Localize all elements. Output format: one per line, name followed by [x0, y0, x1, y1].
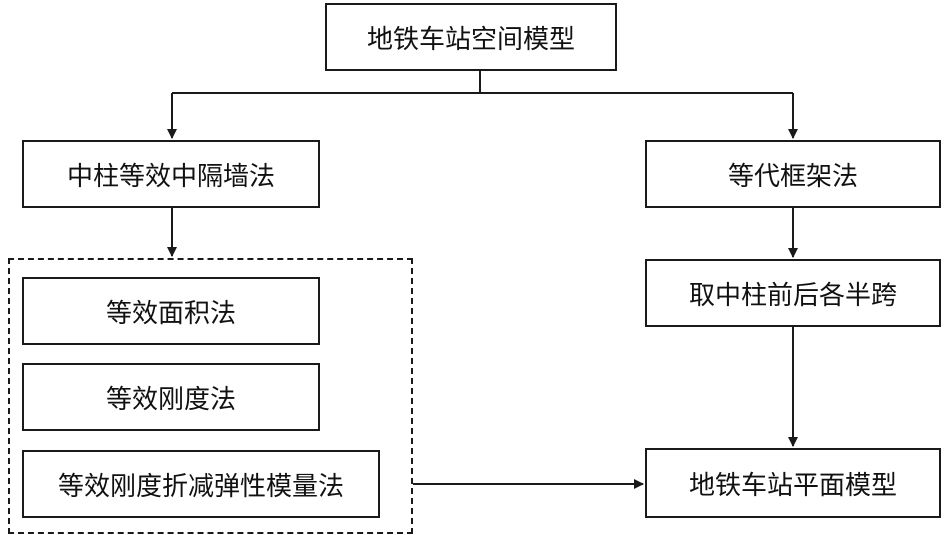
- method-group-frame: [8, 258, 413, 534]
- method-node-reduced-modulus: 等效刚度折减弹性模量法: [22, 450, 380, 518]
- half-span-node: 取中柱前后各半跨: [645, 259, 941, 327]
- method-node-equivalent-area: 等效面积法: [22, 277, 320, 345]
- result-node: 地铁车站平面模型: [645, 448, 941, 518]
- root-node: 地铁车站空间模型: [325, 3, 617, 71]
- right-branch-node: 等代框架法: [645, 140, 941, 208]
- method-node-equivalent-stiffness: 等效刚度法: [22, 363, 320, 431]
- left-branch-node: 中柱等效中隔墙法: [22, 140, 320, 208]
